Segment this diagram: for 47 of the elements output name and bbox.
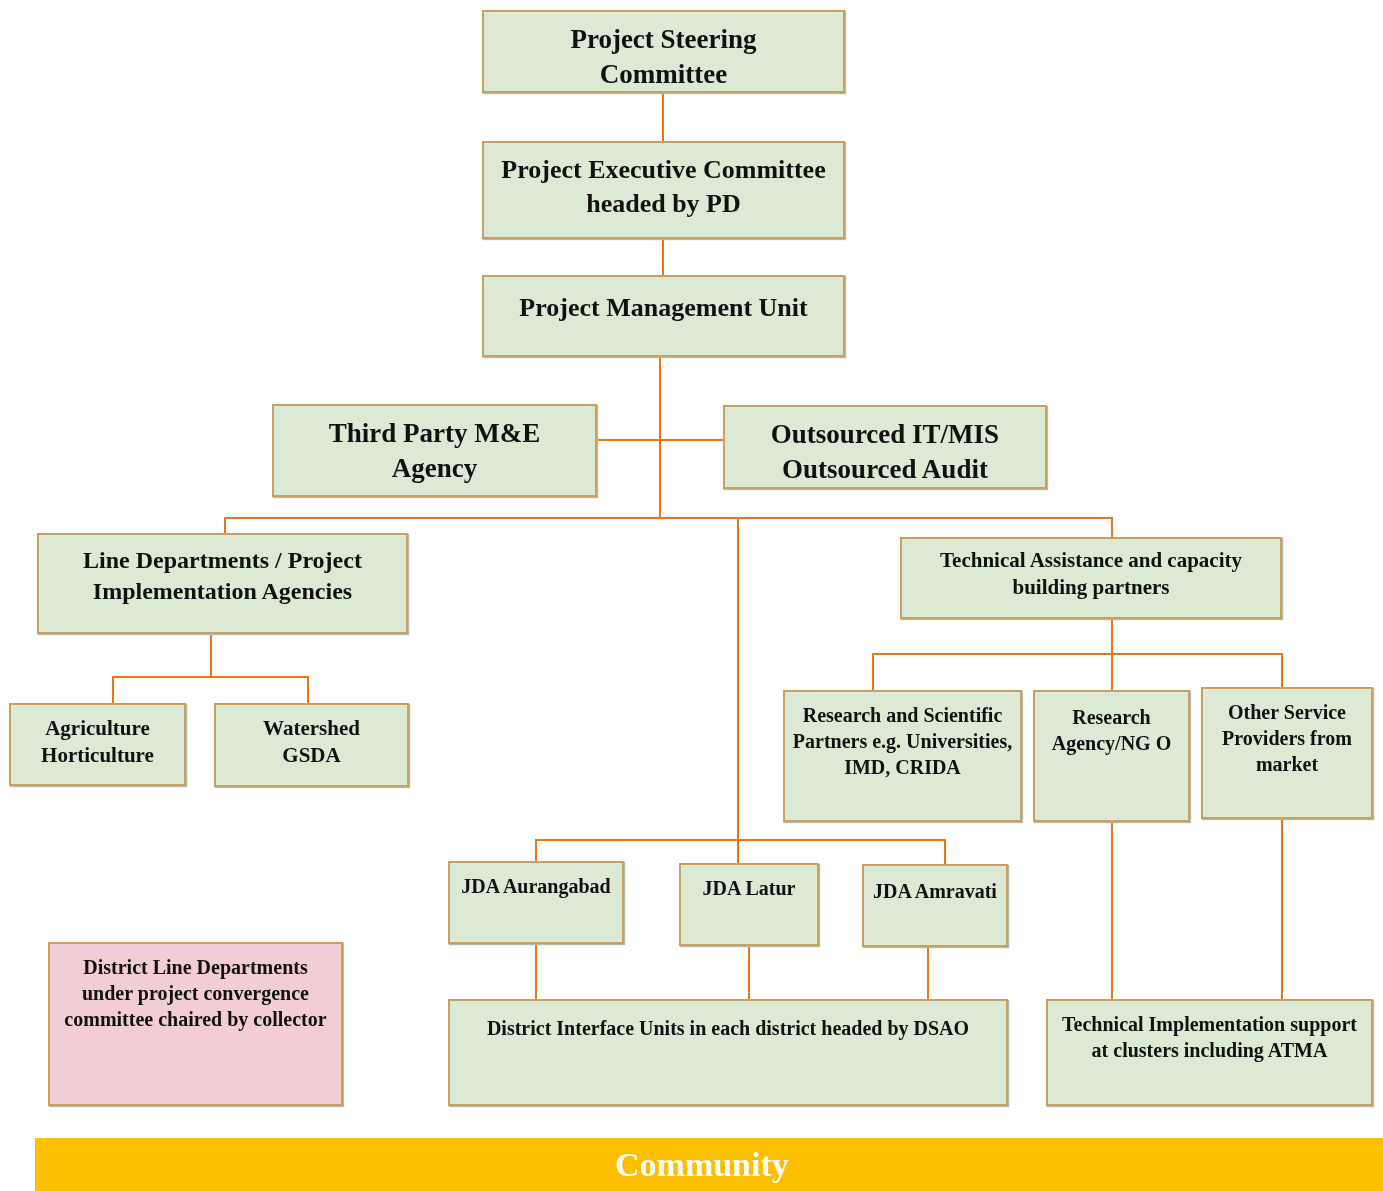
org-box xyxy=(862,864,1008,947)
connector-line xyxy=(1281,818,1283,1000)
connector-line xyxy=(748,945,750,1000)
box-label: District Line Departments under project convergence committee chaired by collector xyxy=(63,955,328,1032)
box-label: Project Management Unit xyxy=(519,292,808,324)
band-label: Community xyxy=(615,1146,789,1184)
connector-line xyxy=(210,633,309,704)
box-label: Research Agency/NG O xyxy=(1050,705,1173,756)
box-label: Other Service Providers from market xyxy=(1222,700,1352,777)
community-band xyxy=(35,1138,1383,1191)
org-box xyxy=(1046,999,1373,1106)
org-box xyxy=(900,537,1282,619)
box-label: Agriculture Horticulture xyxy=(40,715,155,770)
connector-line xyxy=(927,946,929,1000)
box-label: Technical Assistance and capacity building partners xyxy=(939,547,1243,602)
box-label: Third Party M&E Agency xyxy=(327,417,542,486)
org-box xyxy=(723,405,1047,489)
org-box xyxy=(482,275,845,357)
connector-line xyxy=(662,92,664,142)
org-box xyxy=(482,10,845,93)
org-box xyxy=(272,404,597,497)
org-box xyxy=(783,690,1022,822)
org-box xyxy=(679,863,819,946)
box-label: JDA Aurangabad xyxy=(461,874,611,899)
box-label: Technical Implementation support at clusters including ATMA xyxy=(1061,1012,1358,1063)
box-label: JDA Amravati xyxy=(873,879,997,904)
box-label: Project Steering Committee xyxy=(569,23,758,92)
org-box xyxy=(37,533,408,634)
box-label: Research and Scientific Partners e.g. Universities, IMD, CRIDA xyxy=(792,703,1013,780)
box-label: Line Departments / Project Implementation Agencies xyxy=(82,546,363,607)
org-box xyxy=(448,861,624,944)
box-label: Watershed GSDA xyxy=(262,715,361,770)
org-box xyxy=(48,942,343,1106)
org-box xyxy=(1201,687,1373,819)
org-box xyxy=(482,141,845,239)
connector-line xyxy=(1111,618,1283,688)
org-box xyxy=(9,703,186,786)
connector-line xyxy=(1111,821,1113,1000)
box-label: Outsourced IT/MIS Outsourced Audit xyxy=(769,418,1001,487)
box-label: Project Executive Committee headed by PD xyxy=(500,154,827,220)
org-box xyxy=(1033,690,1190,822)
box-label: District Interface Units in each district headed by DSAO xyxy=(486,1016,970,1041)
org-box xyxy=(214,703,409,787)
org-box xyxy=(448,999,1008,1106)
connector-line xyxy=(535,943,537,1000)
box-label: JDA Latur xyxy=(702,876,796,901)
connector-line xyxy=(662,238,664,276)
